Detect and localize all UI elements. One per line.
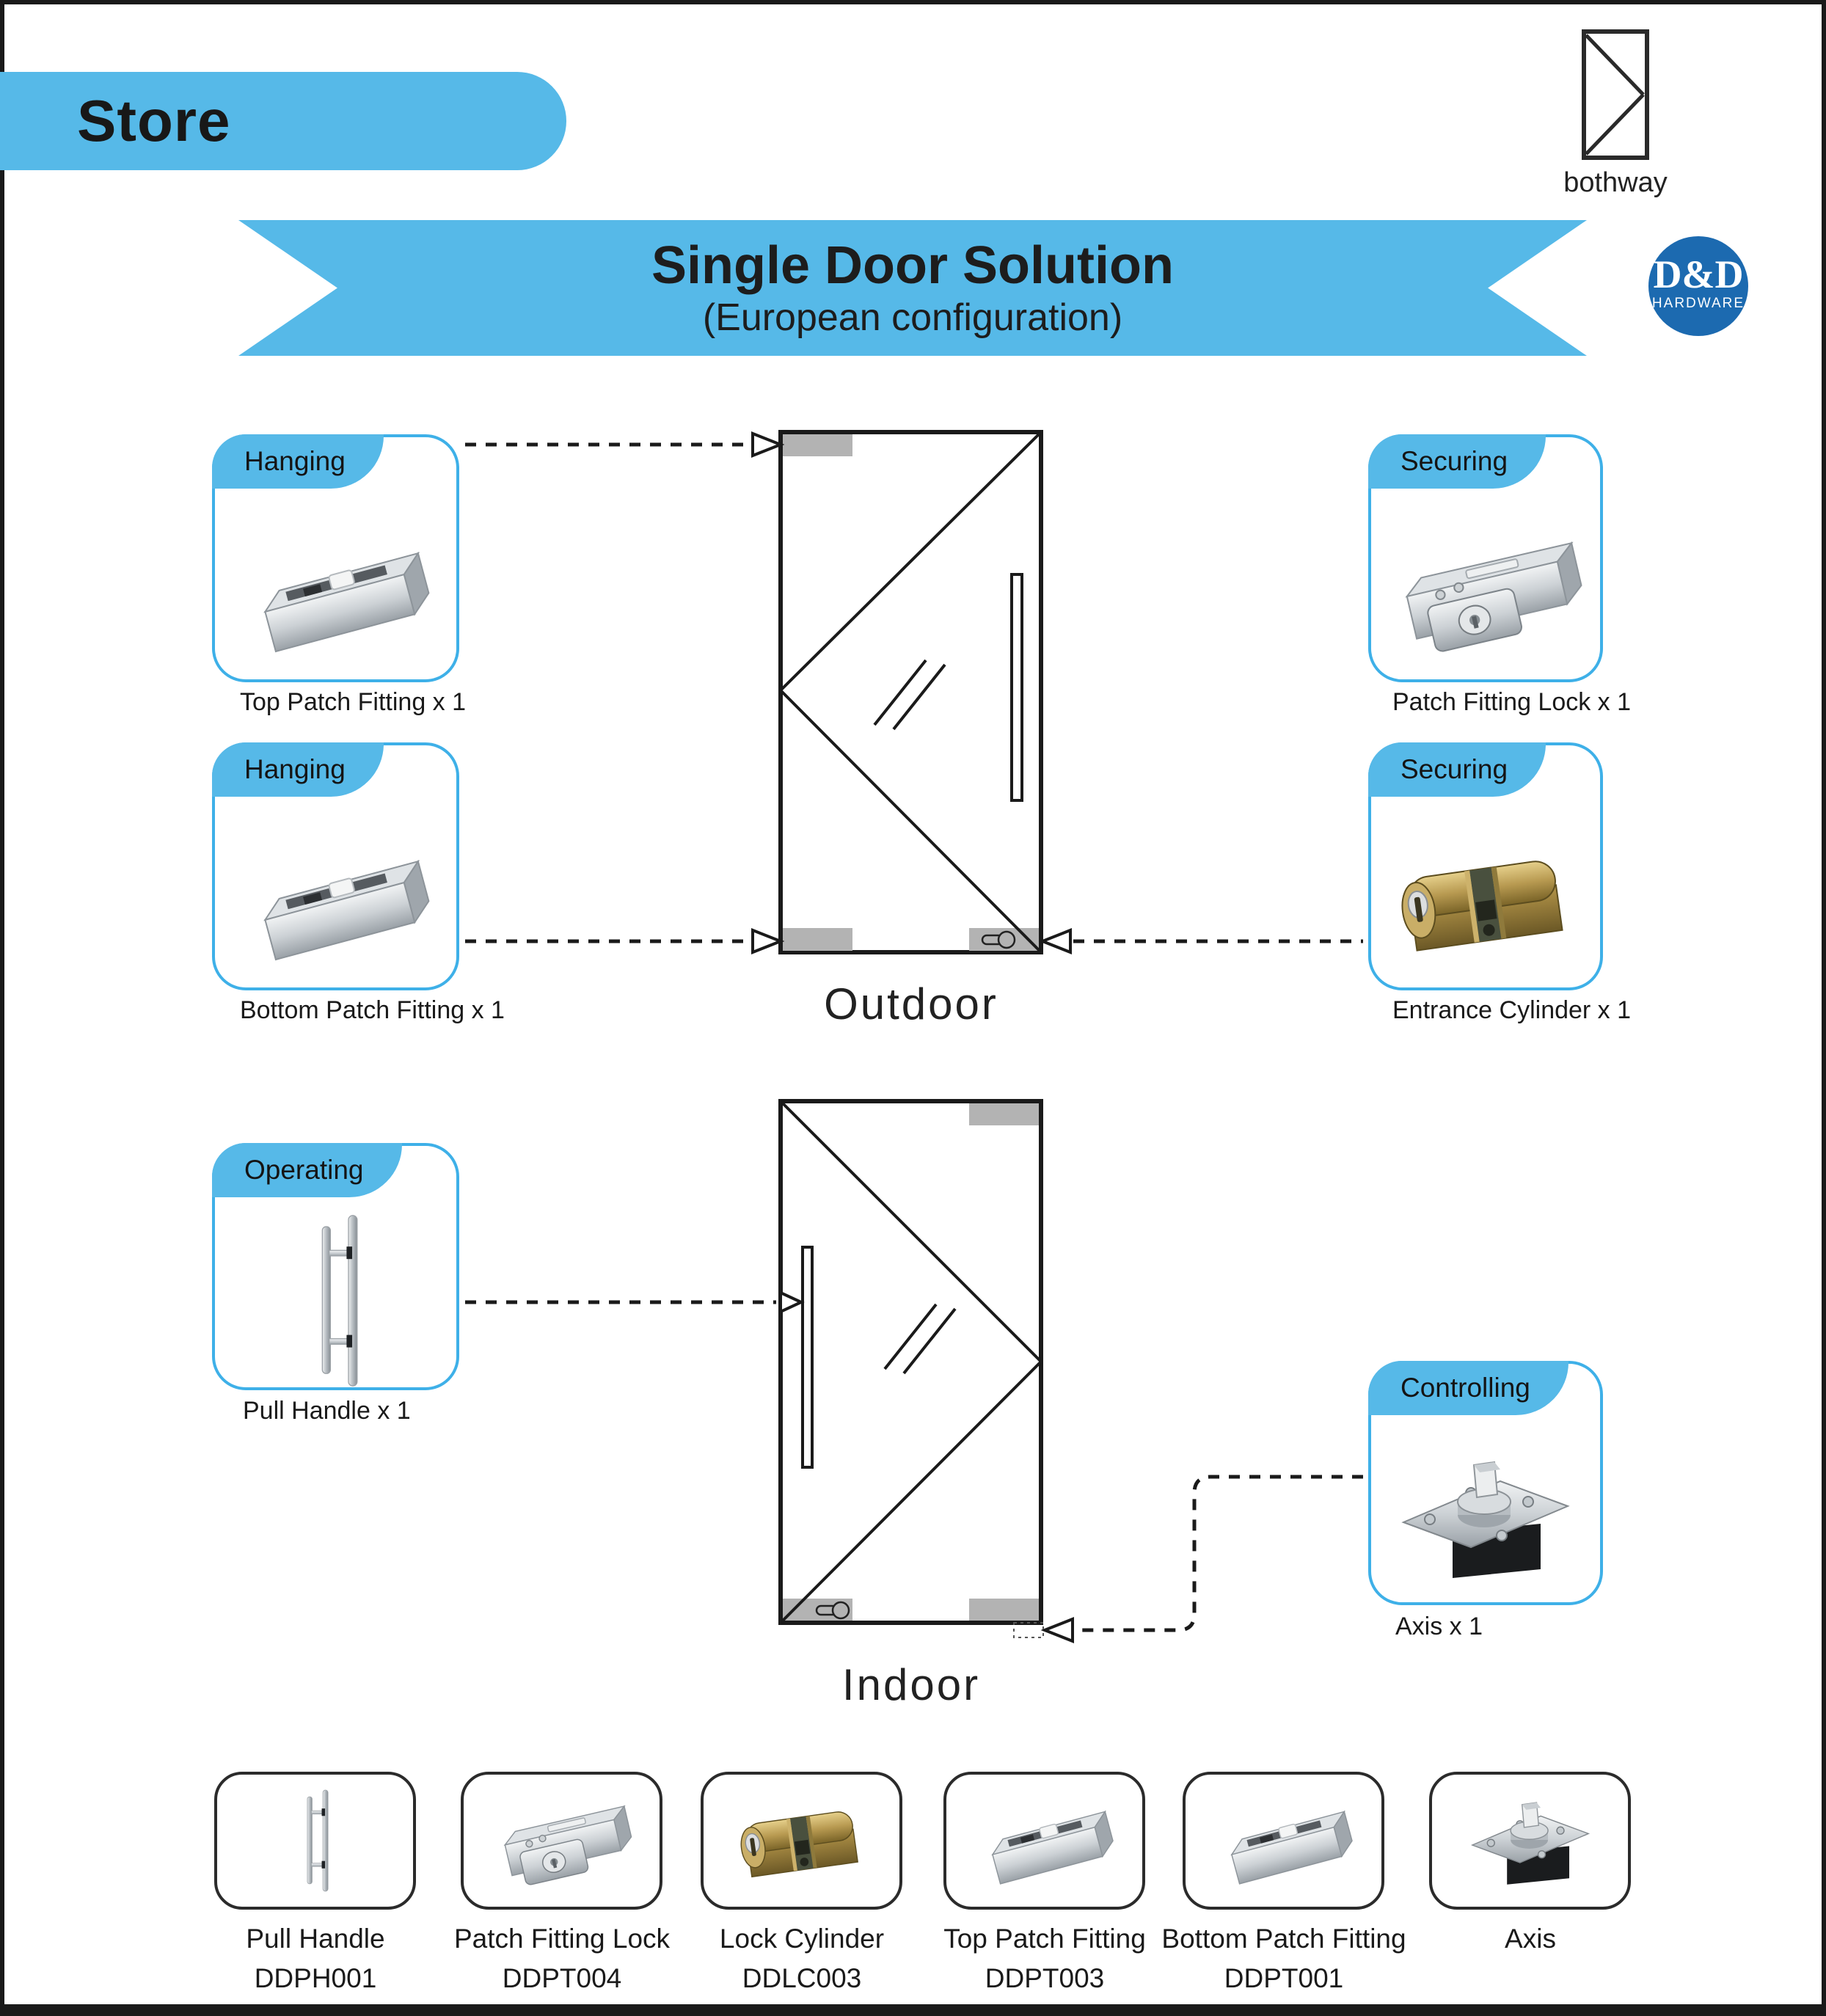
- dashed-connectors: [465, 442, 1363, 1632]
- door-swing-lines: [779, 431, 1042, 954]
- entrance-cylinder-image: [1383, 828, 1588, 974]
- callout-pull-handle: Operating: [212, 1143, 459, 1390]
- product-name: Lock Cylinder: [719, 1924, 885, 1954]
- arrow-left-icon: [1038, 928, 1072, 954]
- door-handle-bar: [1010, 573, 1023, 802]
- callout-bottom-patch-fitting: Hanging: [212, 742, 459, 990]
- callout-tab: Hanging: [212, 742, 384, 797]
- callout-caption: Entrance Cylinder x 1: [1392, 996, 1632, 1024]
- product-code: DDPT003: [985, 1963, 1105, 1993]
- dd-hardware-logo: D&D HARDWARE: [1648, 236, 1748, 336]
- product-card-bottom-patch-fitting: [1183, 1772, 1384, 1910]
- callout-top-patch-fitting: Hanging: [212, 434, 459, 682]
- top-patch-marker: [969, 1103, 1039, 1125]
- product-card-axis: [1429, 1772, 1631, 1910]
- product-card-lock-cylinder: [701, 1772, 902, 1910]
- top-patch-fitting-thumb-image: [969, 1789, 1120, 1892]
- page-title: Single Door Solution: [651, 235, 1174, 295]
- product-name: Patch Fitting Lock: [453, 1924, 671, 1954]
- outdoor-label: Outdoor: [824, 979, 998, 1029]
- door-diagram-indoor: [778, 1099, 1043, 1625]
- bothway-logo-label: bothway: [1563, 167, 1668, 198]
- product-code: DDPH001: [254, 1963, 377, 1993]
- arrow-right-icon: [751, 431, 785, 458]
- indoor-label: Indoor: [841, 1660, 981, 1709]
- top-patch-fitting-image: [233, 522, 439, 663]
- callout-tab: Hanging: [212, 434, 384, 489]
- patch-fitting-lock-thumb-image: [486, 1786, 638, 1895]
- pull-handle-image: [260, 1210, 411, 1391]
- page-subtitle: (European configuration): [702, 296, 1123, 339]
- product-name: Axis: [1505, 1924, 1556, 1954]
- callout-tab: Controlling: [1368, 1361, 1568, 1415]
- bothway-logo-lines: [1585, 34, 1645, 156]
- axis-thumb-image: [1458, 1785, 1603, 1896]
- bottom-patch-marker: [783, 928, 852, 951]
- arrow-left-icon: [1040, 1617, 1074, 1643]
- callout-entrance-cylinder: Securing: [1368, 742, 1603, 990]
- bottom-patch-fitting-image: [233, 830, 439, 971]
- callout-tab: Operating: [212, 1143, 402, 1197]
- product-name: Pull Handle: [246, 1924, 385, 1954]
- product-code: DDLC003: [742, 1963, 862, 1993]
- product-name: Top Patch Fitting: [943, 1924, 1146, 1954]
- patch-fitting-lock-image: [1381, 515, 1591, 666]
- footer-bar: [0, 2004, 1826, 2016]
- pull-handle-thumb-image: [278, 1787, 353, 1894]
- keyhole-icon: [815, 1601, 850, 1620]
- callout-axis: Controlling: [1368, 1361, 1603, 1605]
- product-code: DDPT004: [502, 1963, 622, 1993]
- lock-patch-marker: [969, 1599, 1039, 1621]
- store-banner: Store: [0, 72, 566, 170]
- floor-pivot-marker: [1013, 1622, 1044, 1638]
- door-swing-lines: [779, 1100, 1042, 1624]
- callout-caption: Axis x 1: [1395, 1613, 1483, 1640]
- glass-mark-icon: [883, 1303, 957, 1375]
- keyhole-icon: [981, 930, 1016, 949]
- product-name: Bottom Patch Fitting: [1161, 1924, 1406, 1954]
- callout-caption: Patch Fitting Lock x 1: [1392, 688, 1632, 716]
- door-handle-bar: [801, 1246, 814, 1469]
- product-card-pull-handle: [214, 1772, 416, 1910]
- callout-caption: Pull Handle x 1: [243, 1397, 411, 1425]
- product-card-patch-fitting-lock: [461, 1772, 662, 1910]
- dd-logo-title: D&D: [1653, 252, 1744, 296]
- connector-axis: [1075, 1475, 1363, 1632]
- callout-patch-fitting-lock: Securing: [1368, 434, 1603, 682]
- door-diagram-outdoor: [778, 430, 1043, 954]
- product-card-top-patch-fitting: [943, 1772, 1145, 1910]
- callout-caption: Bottom Patch Fitting x 1: [240, 996, 505, 1024]
- dd-logo-subtitle: HARDWARE: [1651, 296, 1745, 311]
- callout-caption: Top Patch Fitting x 1: [240, 688, 467, 716]
- top-patch-marker: [783, 434, 852, 456]
- arrow-right-icon: [779, 1290, 805, 1315]
- callout-tab: Securing: [1368, 742, 1546, 797]
- bothway-logo-icon: [1582, 29, 1649, 160]
- store-label: Store: [77, 88, 231, 153]
- bottom-patch-fitting-thumb-image: [1208, 1789, 1359, 1892]
- arrow-right-icon: [751, 928, 785, 954]
- title-ribbon: Single Door Solution (European configura…: [238, 220, 1587, 356]
- glass-mark-icon: [873, 659, 946, 731]
- connector-arrows: [751, 431, 1074, 1643]
- axis-image: [1383, 1437, 1588, 1595]
- lock-cylinder-thumb-image: [727, 1787, 877, 1894]
- callout-tab: Securing: [1368, 434, 1546, 489]
- product-code: DDPT001: [1224, 1963, 1344, 1993]
